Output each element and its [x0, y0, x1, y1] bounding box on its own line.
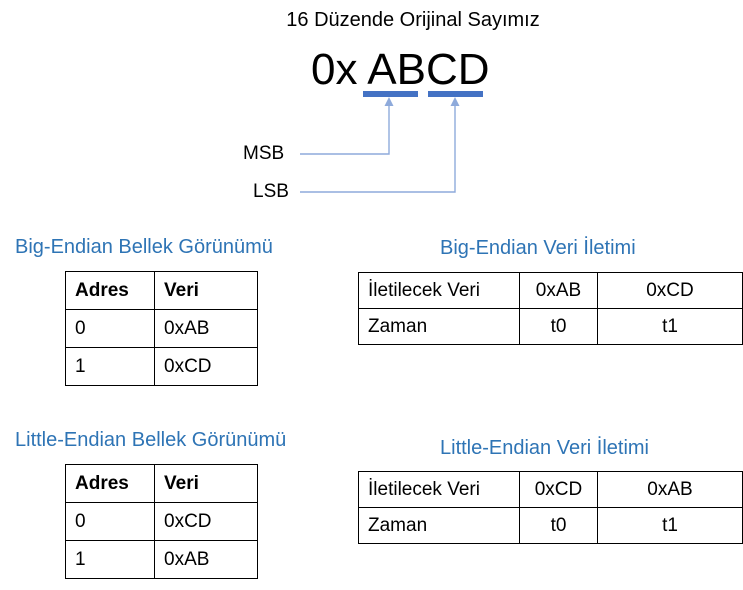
byte-connector-diagram [300, 91, 483, 193]
table-row: 0 0xAB [65, 309, 258, 348]
lsb-label: LSB [253, 181, 289, 202]
byte-cell: 0xAB [519, 272, 598, 309]
byte-cell: 0xCD [597, 272, 743, 309]
msb-label: MSB [243, 143, 285, 164]
little-endian-transfer-title: Little-Endian Veri İletimi [440, 437, 649, 459]
address-cell: 0 [65, 309, 155, 348]
data-cell: 0xCD [154, 347, 258, 386]
time-cell: t0 [519, 507, 598, 544]
time-cell: t1 [597, 308, 743, 345]
table-header-row: Adres Veri [65, 271, 258, 310]
big-endian-transfer-table: İletilecek Veri 0xAB 0xCD Zaman t0 t1 [358, 272, 743, 345]
time-cell: t1 [597, 507, 743, 544]
little-endian-transfer-table: İletilecek Veri 0xCD 0xAB Zaman t0 t1 [358, 471, 743, 544]
data-cell: 0xAB [154, 540, 258, 579]
lsb-connector [300, 100, 456, 193]
address-header: Adres [65, 464, 155, 503]
msb-connector [300, 100, 390, 155]
row-label-cell: Zaman [358, 308, 520, 345]
table-row: Zaman t0 t1 [358, 507, 743, 544]
table-header-row: Adres Veri [65, 464, 258, 503]
table-row: 0 0xCD [65, 502, 258, 541]
time-cell: t0 [519, 308, 598, 345]
data-cell: 0xCD [154, 502, 258, 541]
data-header: Veri [154, 464, 258, 503]
address-cell: 1 [65, 347, 155, 386]
byte-cell: 0xAB [597, 471, 743, 508]
lsb-byte-marker [428, 91, 483, 97]
big-endian-memory-title: Big-Endian Bellek Görünümü [15, 236, 273, 258]
page-title: 16 Düzende Orijinal Sayımız [286, 9, 540, 31]
table-row: İletilecek Veri 0xCD 0xAB [358, 471, 743, 508]
table-row: 1 0xCD [65, 347, 258, 386]
hex-number: 0x ABCD [311, 45, 490, 94]
row-label-cell: Zaman [358, 507, 520, 544]
msb-arrowhead [384, 97, 394, 106]
row-label-cell: İletilecek Veri [358, 272, 520, 309]
msb-byte-marker [363, 91, 418, 97]
table-row: İletilecek Veri 0xAB 0xCD [358, 272, 743, 309]
data-header: Veri [154, 271, 258, 310]
address-header: Adres [65, 271, 155, 310]
little-endian-memory-table: Adres Veri 0 0xCD 1 0xAB [65, 464, 258, 579]
little-endian-memory-title: Little-Endian Bellek Görünümü [15, 429, 287, 451]
table-row: Zaman t0 t1 [358, 308, 743, 345]
lsb-arrowhead [450, 97, 460, 106]
big-endian-memory-table: Adres Veri 0 0xAB 1 0xCD [65, 271, 258, 386]
byte-cell: 0xCD [519, 471, 598, 508]
table-row: 1 0xAB [65, 540, 258, 579]
data-cell: 0xAB [154, 309, 258, 348]
address-cell: 0 [65, 502, 155, 541]
row-label-cell: İletilecek Veri [358, 471, 520, 508]
big-endian-transfer-title: Big-Endian Veri İletimi [440, 237, 636, 259]
address-cell: 1 [65, 540, 155, 579]
